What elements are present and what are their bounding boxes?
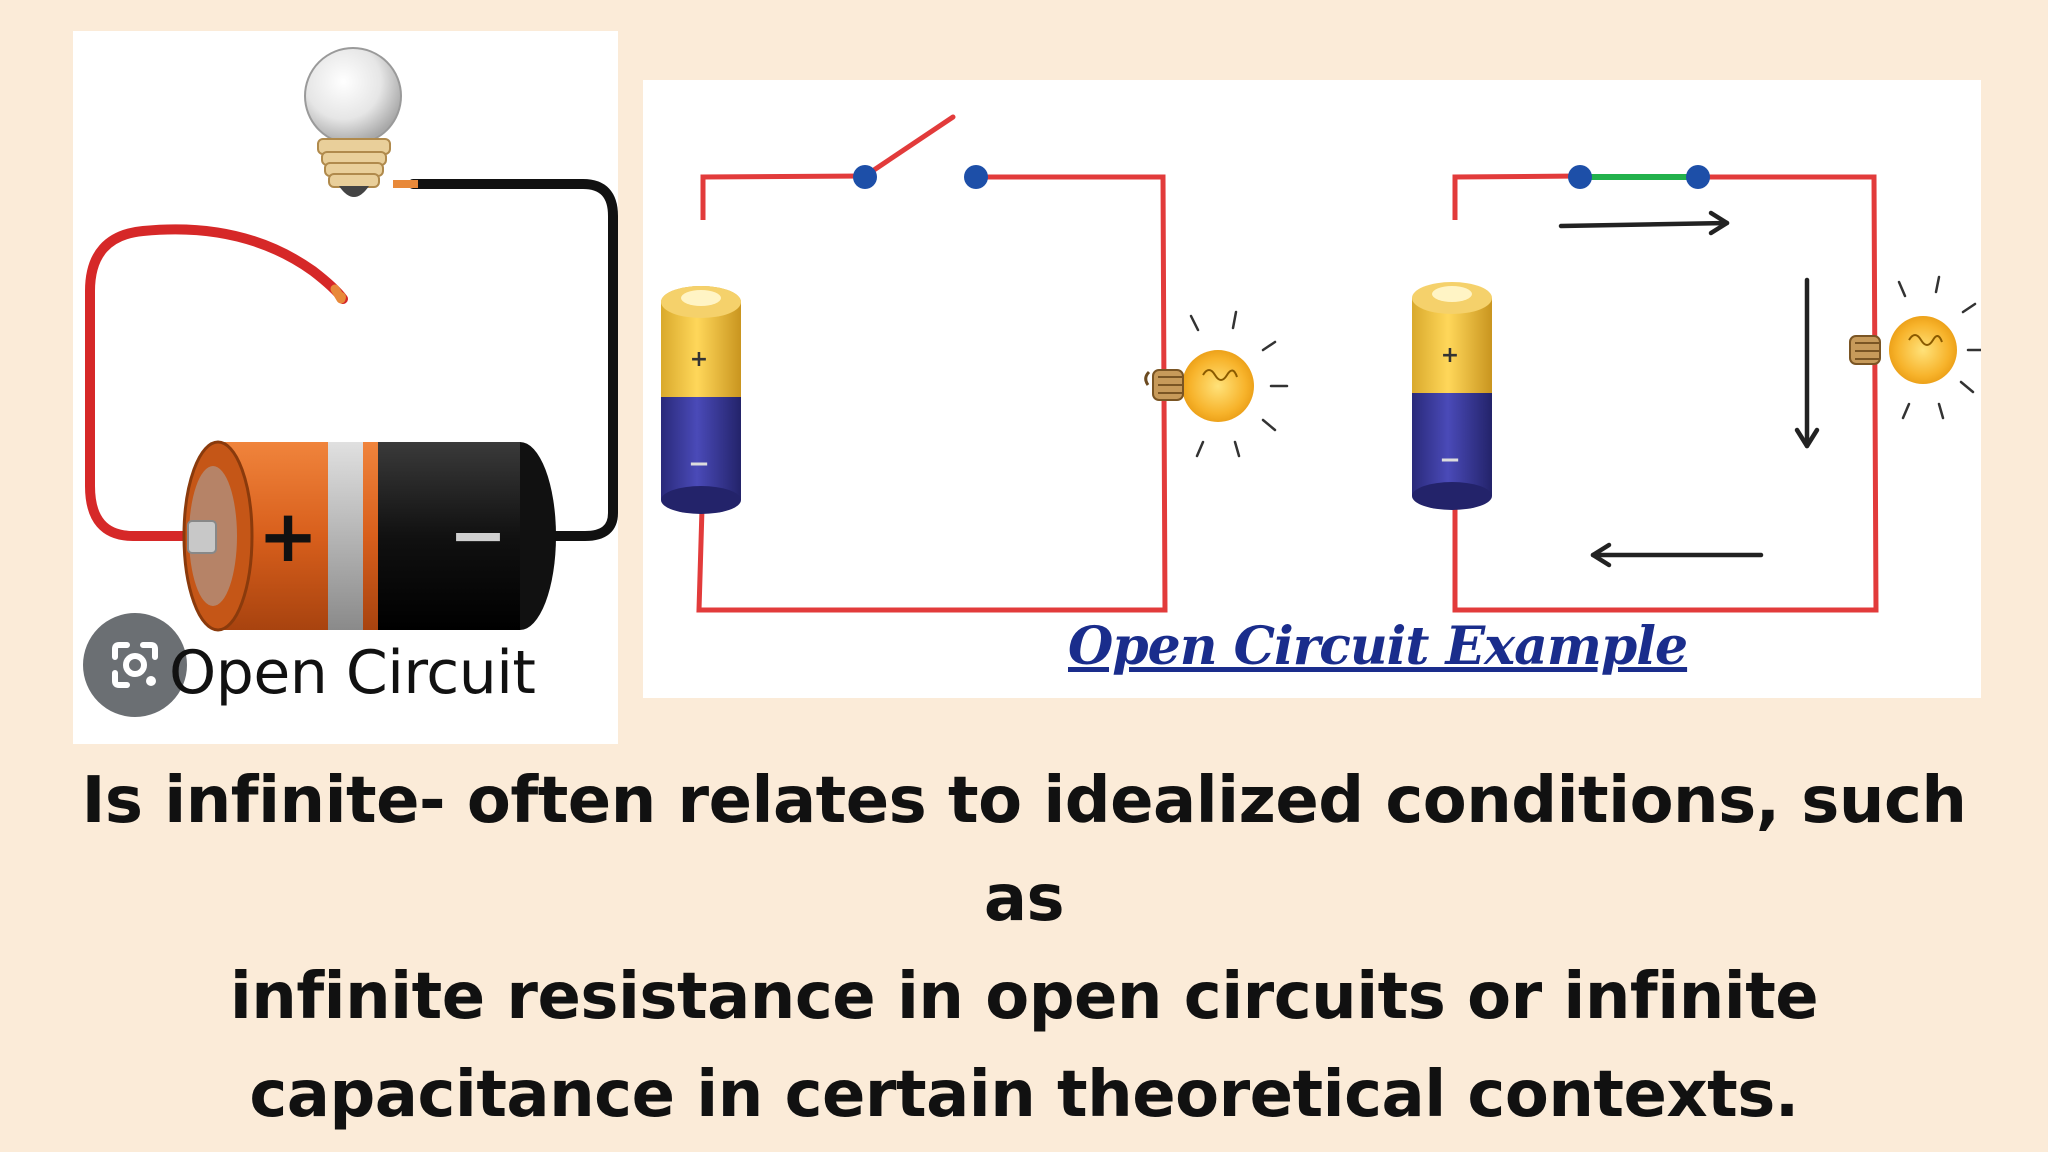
switch-terminal	[1568, 165, 1592, 189]
battery-positive-mark: +	[1441, 343, 1459, 368]
open-circuit-example-diagram: + −	[643, 80, 1981, 698]
battery-positive-mark: +	[690, 347, 708, 372]
battery-negative-mark: −	[688, 449, 710, 479]
current-arrows	[1558, 210, 1820, 568]
red-wire-open-end	[330, 284, 346, 304]
battery-icon	[1412, 282, 1492, 510]
circuit-schematics: + −	[661, 114, 1981, 613]
caption: Is infinite- often relates to idealized …	[40, 752, 2008, 1144]
open-circuit-illustration: + − Open Circuit	[73, 31, 618, 744]
caption-line-3: capacitance in certain theoretical conte…	[249, 1058, 1799, 1132]
battery-negative-mark: −	[449, 494, 508, 576]
closed-circuit-schematic: + −	[1412, 165, 1981, 613]
switch-terminal	[964, 165, 988, 189]
red-wire	[85, 224, 348, 541]
google-lens-icon	[112, 642, 158, 688]
right-figure-title: Open Circuit Example	[1068, 616, 1688, 677]
switch-terminal	[853, 165, 877, 189]
google-lens-button[interactable]	[83, 613, 187, 717]
battery-negative-mark: −	[1439, 445, 1461, 475]
battery-icon	[182, 440, 556, 632]
caption-line-2: infinite resistance in open circuits or …	[229, 960, 1819, 1034]
open-circuit-schematic: + −	[661, 114, 1289, 613]
battery-icon	[661, 286, 741, 514]
switch-terminal	[1686, 165, 1710, 189]
left-figure-title: Open Circuit	[169, 638, 536, 708]
open-switch-lever	[862, 114, 956, 179]
arrow-right-icon	[1558, 220, 1730, 229]
black-wire	[408, 179, 618, 541]
caption-line-1: Is infinite- often relates to idealized …	[81, 764, 1967, 936]
battery-positive-mark: +	[258, 494, 318, 578]
open-circuit-drawing: + −	[85, 47, 618, 632]
light-bulb-icon	[304, 47, 402, 197]
light-bulb-icon	[1144, 310, 1289, 458]
light-bulb-icon	[1849, 275, 1981, 420]
